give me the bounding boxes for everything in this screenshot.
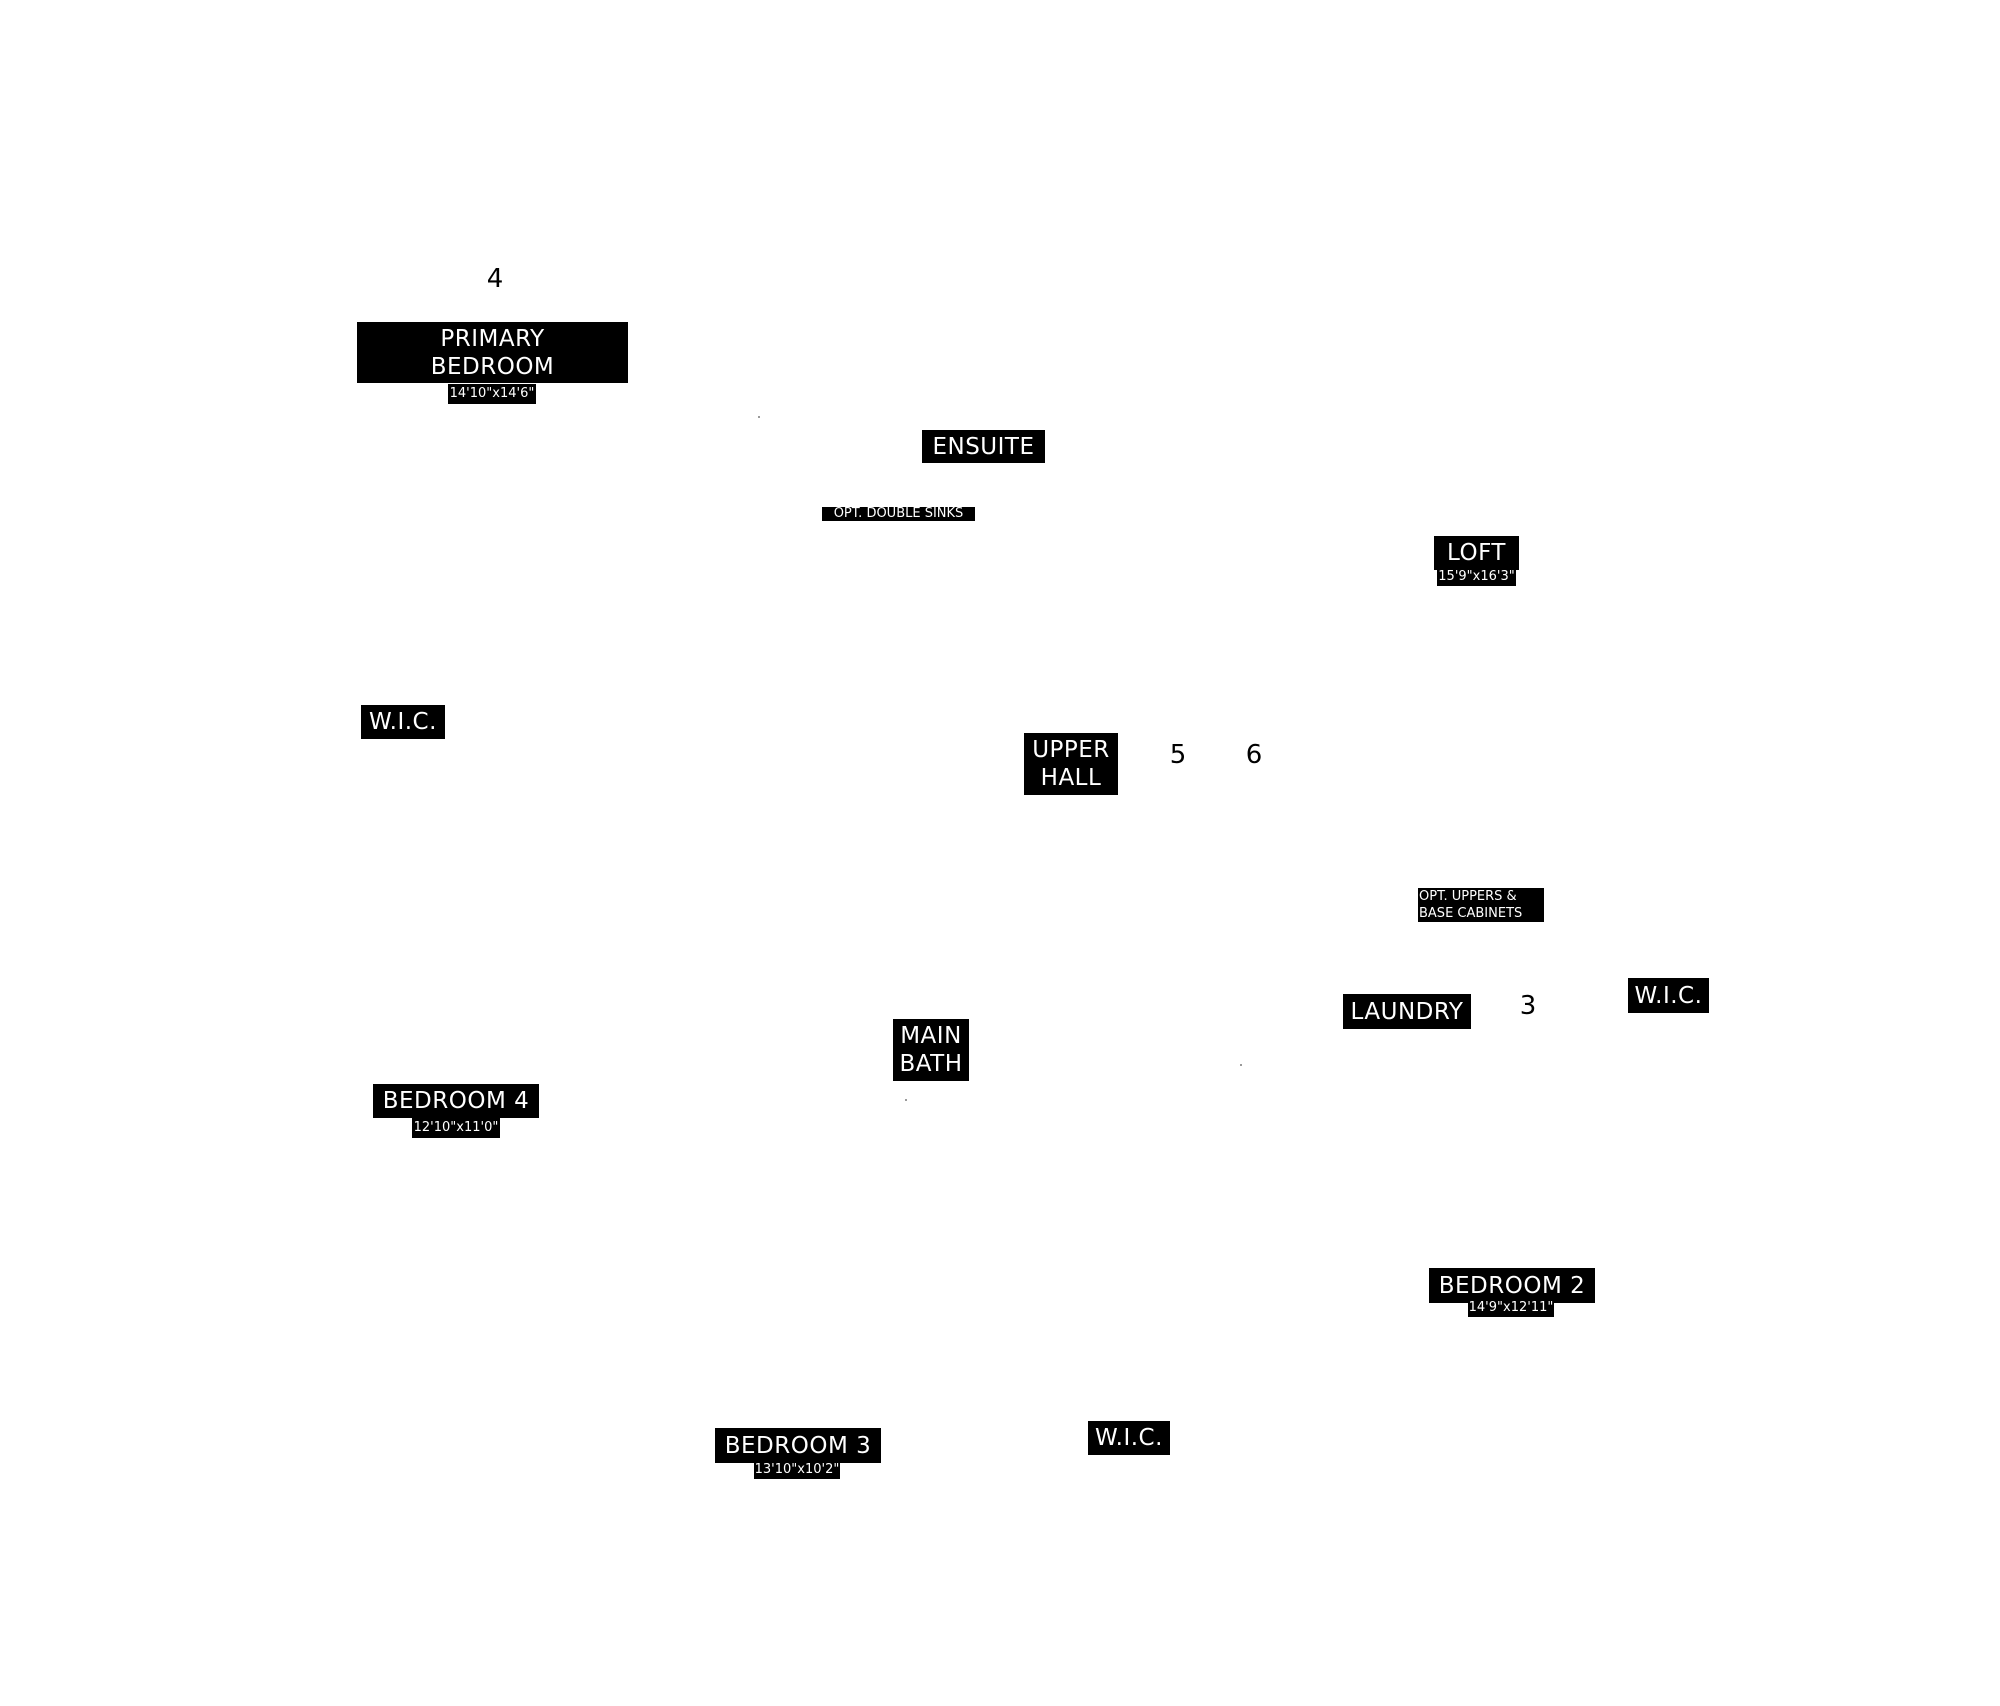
room-label-bedroom-4: BEDROOM 4 <box>373 1084 539 1118</box>
room-label-bedroom-3: BEDROOM 3 <box>715 1428 881 1463</box>
room-dimensions-bedroom-2: 14'9"x12'11" <box>1468 1299 1554 1317</box>
room-label-bedroom3-wic: W.I.C. <box>1088 1421 1170 1455</box>
room-label-laundry: LAUNDRY <box>1343 994 1471 1029</box>
note-laundry-cabinets: OPT. UPPERS & BASE CABINETS <box>1418 888 1544 922</box>
room-label-bedroom2-wic: W.I.C. <box>1628 978 1709 1013</box>
callout-4: 4 <box>486 264 504 294</box>
callout-6: 6 <box>1245 740 1263 770</box>
room-label-loft: LOFT <box>1434 536 1519 570</box>
room-label-primary-wic: W.I.C. <box>361 705 445 739</box>
room-dimensions-bedroom-3: 13'10"x10'2" <box>754 1461 840 1479</box>
callout-3: 3 <box>1519 991 1537 1021</box>
room-dimensions-loft: 15'9"x16'3" <box>1437 568 1516 586</box>
room-label-upper-hall: UPPER HALL <box>1024 733 1118 795</box>
plan-speck <box>1240 1064 1242 1066</box>
note-double-sinks: OPT. DOUBLE SINKS <box>822 507 975 521</box>
room-dimensions-primary-bedroom: 14'10"x14'6" <box>448 384 536 404</box>
room-dimensions-bedroom-4: 12'10"x11'0" <box>412 1118 500 1138</box>
callout-5: 5 <box>1169 740 1187 770</box>
room-label-main-bath: MAIN BATH <box>893 1019 969 1081</box>
room-label-primary-bedroom: PRIMARY BEDROOM <box>357 322 628 383</box>
plan-speck <box>905 1099 907 1101</box>
room-label-bedroom-2: BEDROOM 2 <box>1429 1268 1595 1303</box>
plan-speck <box>758 416 760 418</box>
room-label-ensuite: ENSUITE <box>922 430 1045 463</box>
